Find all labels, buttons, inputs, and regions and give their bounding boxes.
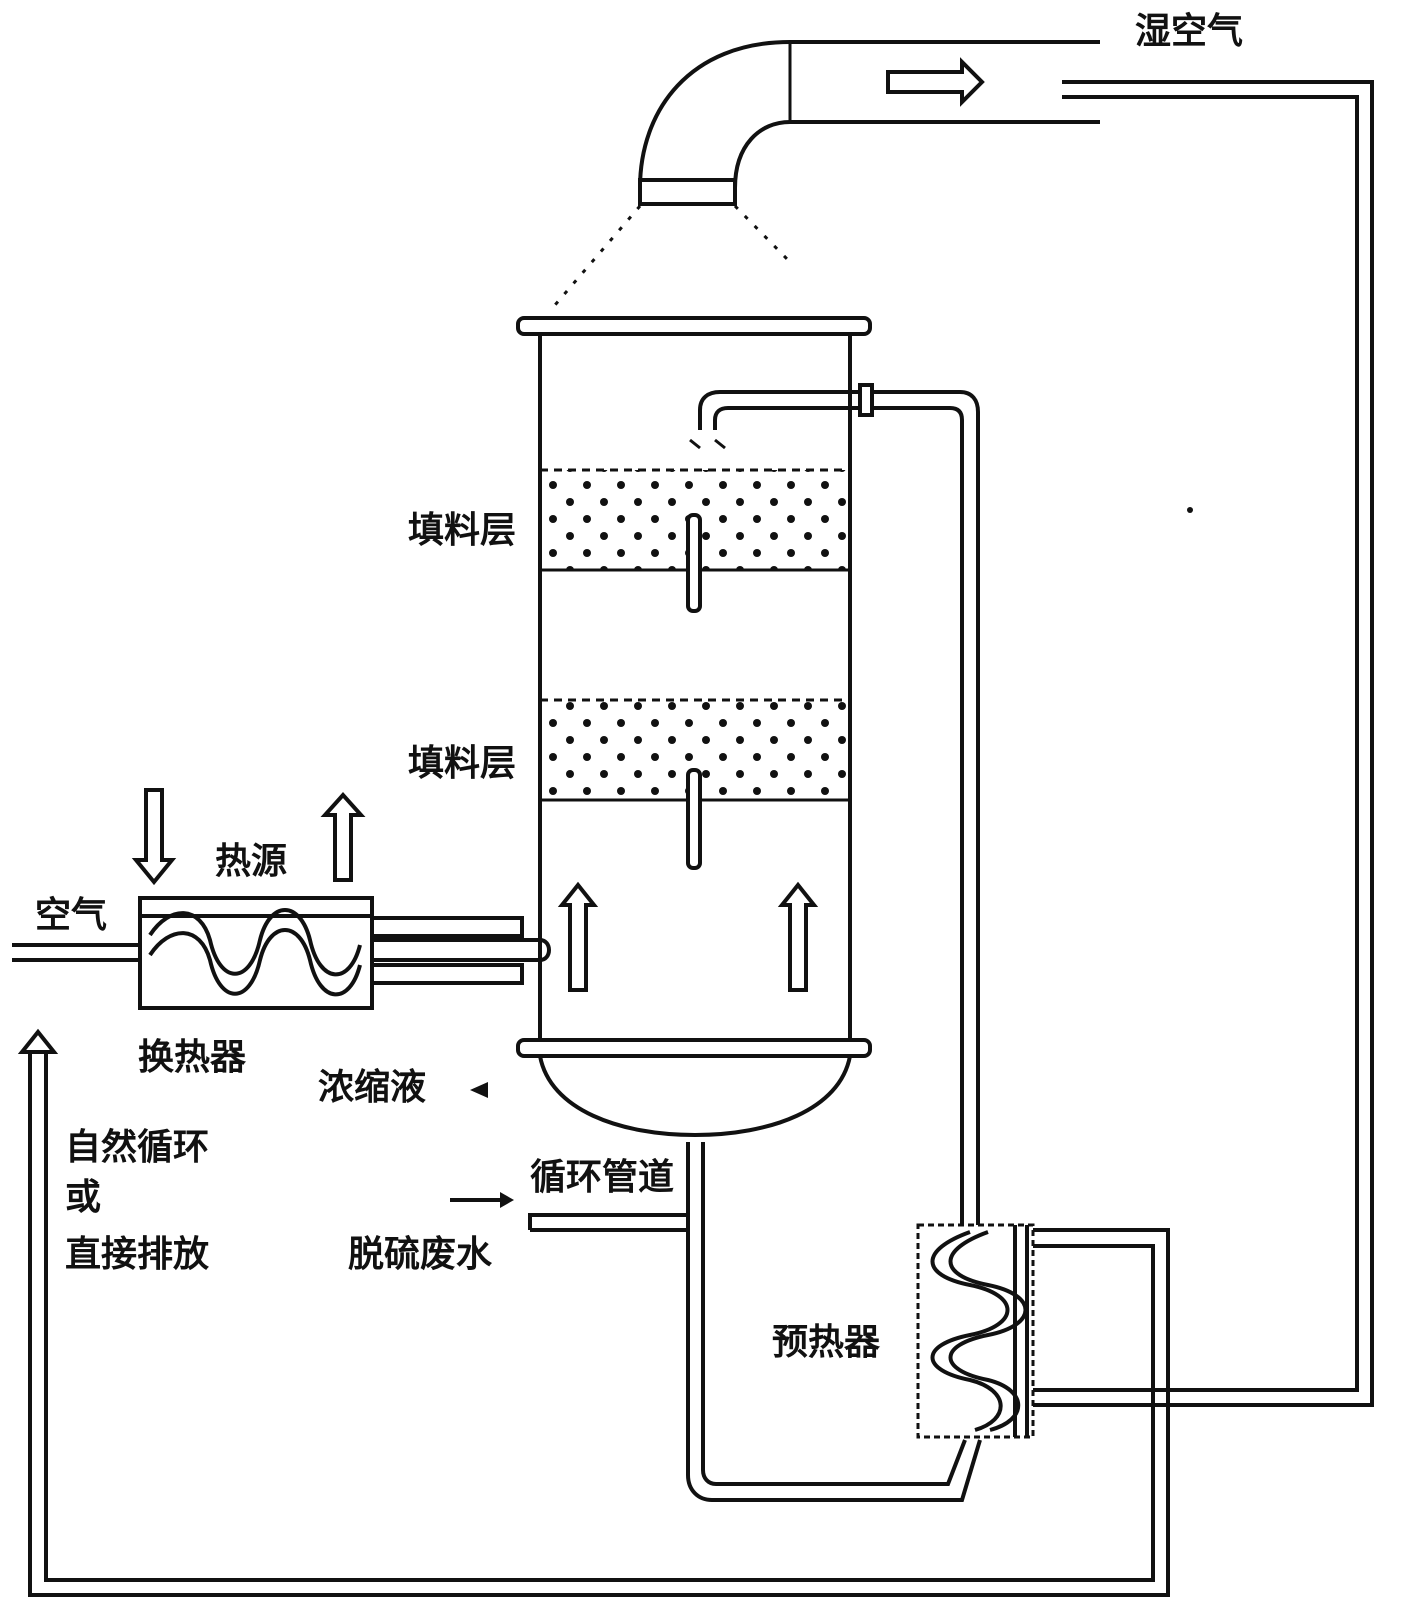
updraft-arrows <box>557 881 819 992</box>
downcomer-lower <box>686 768 702 870</box>
stray-dot <box>1187 507 1193 513</box>
outlet-duct <box>553 40 1100 306</box>
circulation-pipe <box>528 1142 982 1502</box>
label-concentrate: 浓缩液 <box>318 1067 427 1108</box>
label-heat-source: 热源 <box>215 841 288 882</box>
spray-pipe <box>689 383 980 1230</box>
humid-air-arrow <box>886 57 985 107</box>
label-heat-exchanger: 换热器 <box>138 1037 247 1078</box>
label-preheater: 预热器 <box>772 1322 881 1363</box>
preheater <box>916 1223 1035 1439</box>
label-or: 或 <box>65 1177 102 1218</box>
label-natural-cycle: 自然循环 <box>65 1127 210 1168</box>
label-air: 空气 <box>35 895 108 936</box>
absorption-tower <box>516 316 872 1138</box>
heat-source-in-arrow <box>131 788 177 886</box>
downcomer-upper <box>686 513 702 613</box>
return-loop <box>17 1028 1170 1597</box>
air-inlet <box>12 943 140 962</box>
label-desulfurization-wastewater: 脱硫废水 <box>348 1234 493 1275</box>
concentrate-arrow <box>470 1082 488 1098</box>
label-packing-lower: 填料层 <box>408 743 517 784</box>
heat-source-out-arrow <box>320 792 366 882</box>
label-direct-discharge: 直接排放 <box>65 1234 210 1275</box>
label-humid-air: 湿空气 <box>1135 11 1244 52</box>
heat-exchanger <box>138 896 551 1010</box>
label-circulation-pipe: 循环管道 <box>530 1157 675 1198</box>
humid-air-return-pipe <box>1025 80 1374 1407</box>
label-packing-upper: 填料层 <box>408 510 517 551</box>
wastewater-arrow <box>450 1192 514 1208</box>
